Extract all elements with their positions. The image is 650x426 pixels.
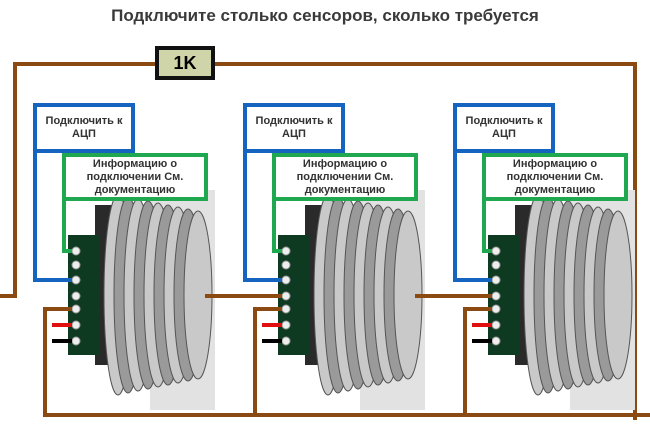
pcb-pin-1 [281, 246, 291, 256]
resistor-1k: 1K [155, 46, 215, 80]
adc-wire [453, 150, 492, 282]
wire-bottom [253, 307, 465, 417]
adc-label-box: Подключить к АЦП [33, 103, 135, 153]
pcb-pin-4 [491, 291, 501, 301]
pcb-pin-4 [281, 291, 291, 301]
pcb-pin-6 [491, 320, 501, 330]
pcb-pin-5 [281, 304, 291, 314]
pcb-pin-3 [281, 275, 291, 285]
pcb-pin-6 [71, 320, 81, 330]
wire-bottom [43, 307, 255, 417]
info-wire [272, 195, 282, 253]
pcb-pin-5 [71, 304, 81, 314]
pcb-pin-3 [491, 275, 501, 285]
pcb-pin-7 [281, 336, 291, 346]
wire-top [0, 62, 637, 420]
sensor-thread [603, 210, 633, 380]
info-label-box: Информацию о подключении См. документаци… [62, 153, 208, 201]
pcb-pin-2 [281, 260, 291, 270]
pcb-pin-7 [491, 336, 501, 346]
diagram-title: Подключите столько сенсоров, сколько тре… [111, 6, 539, 25]
info-label-box: Информацию о подключении См. документаци… [482, 153, 628, 201]
pcb-pin-7 [71, 336, 81, 346]
pcb-pin-6 [281, 320, 291, 330]
pcb-pin-4 [71, 291, 81, 301]
pcb-pin-5 [491, 304, 501, 314]
pcb-pin-1 [71, 246, 81, 256]
adc-label-box: Подключить к АЦП [243, 103, 345, 153]
info-wire [62, 195, 72, 253]
wire-bottom [463, 307, 650, 417]
adc-label-box: Подключить к АЦП [453, 103, 555, 153]
adc-wire [243, 150, 282, 282]
pcb-pin-1 [491, 246, 501, 256]
info-wire [482, 195, 492, 253]
pcb-pin-2 [491, 260, 501, 270]
info-label-box: Информацию о подключении См. документаци… [272, 153, 418, 201]
pcb-pin-2 [71, 260, 81, 270]
adc-wire [33, 150, 72, 282]
pcb-pin-3 [71, 275, 81, 285]
